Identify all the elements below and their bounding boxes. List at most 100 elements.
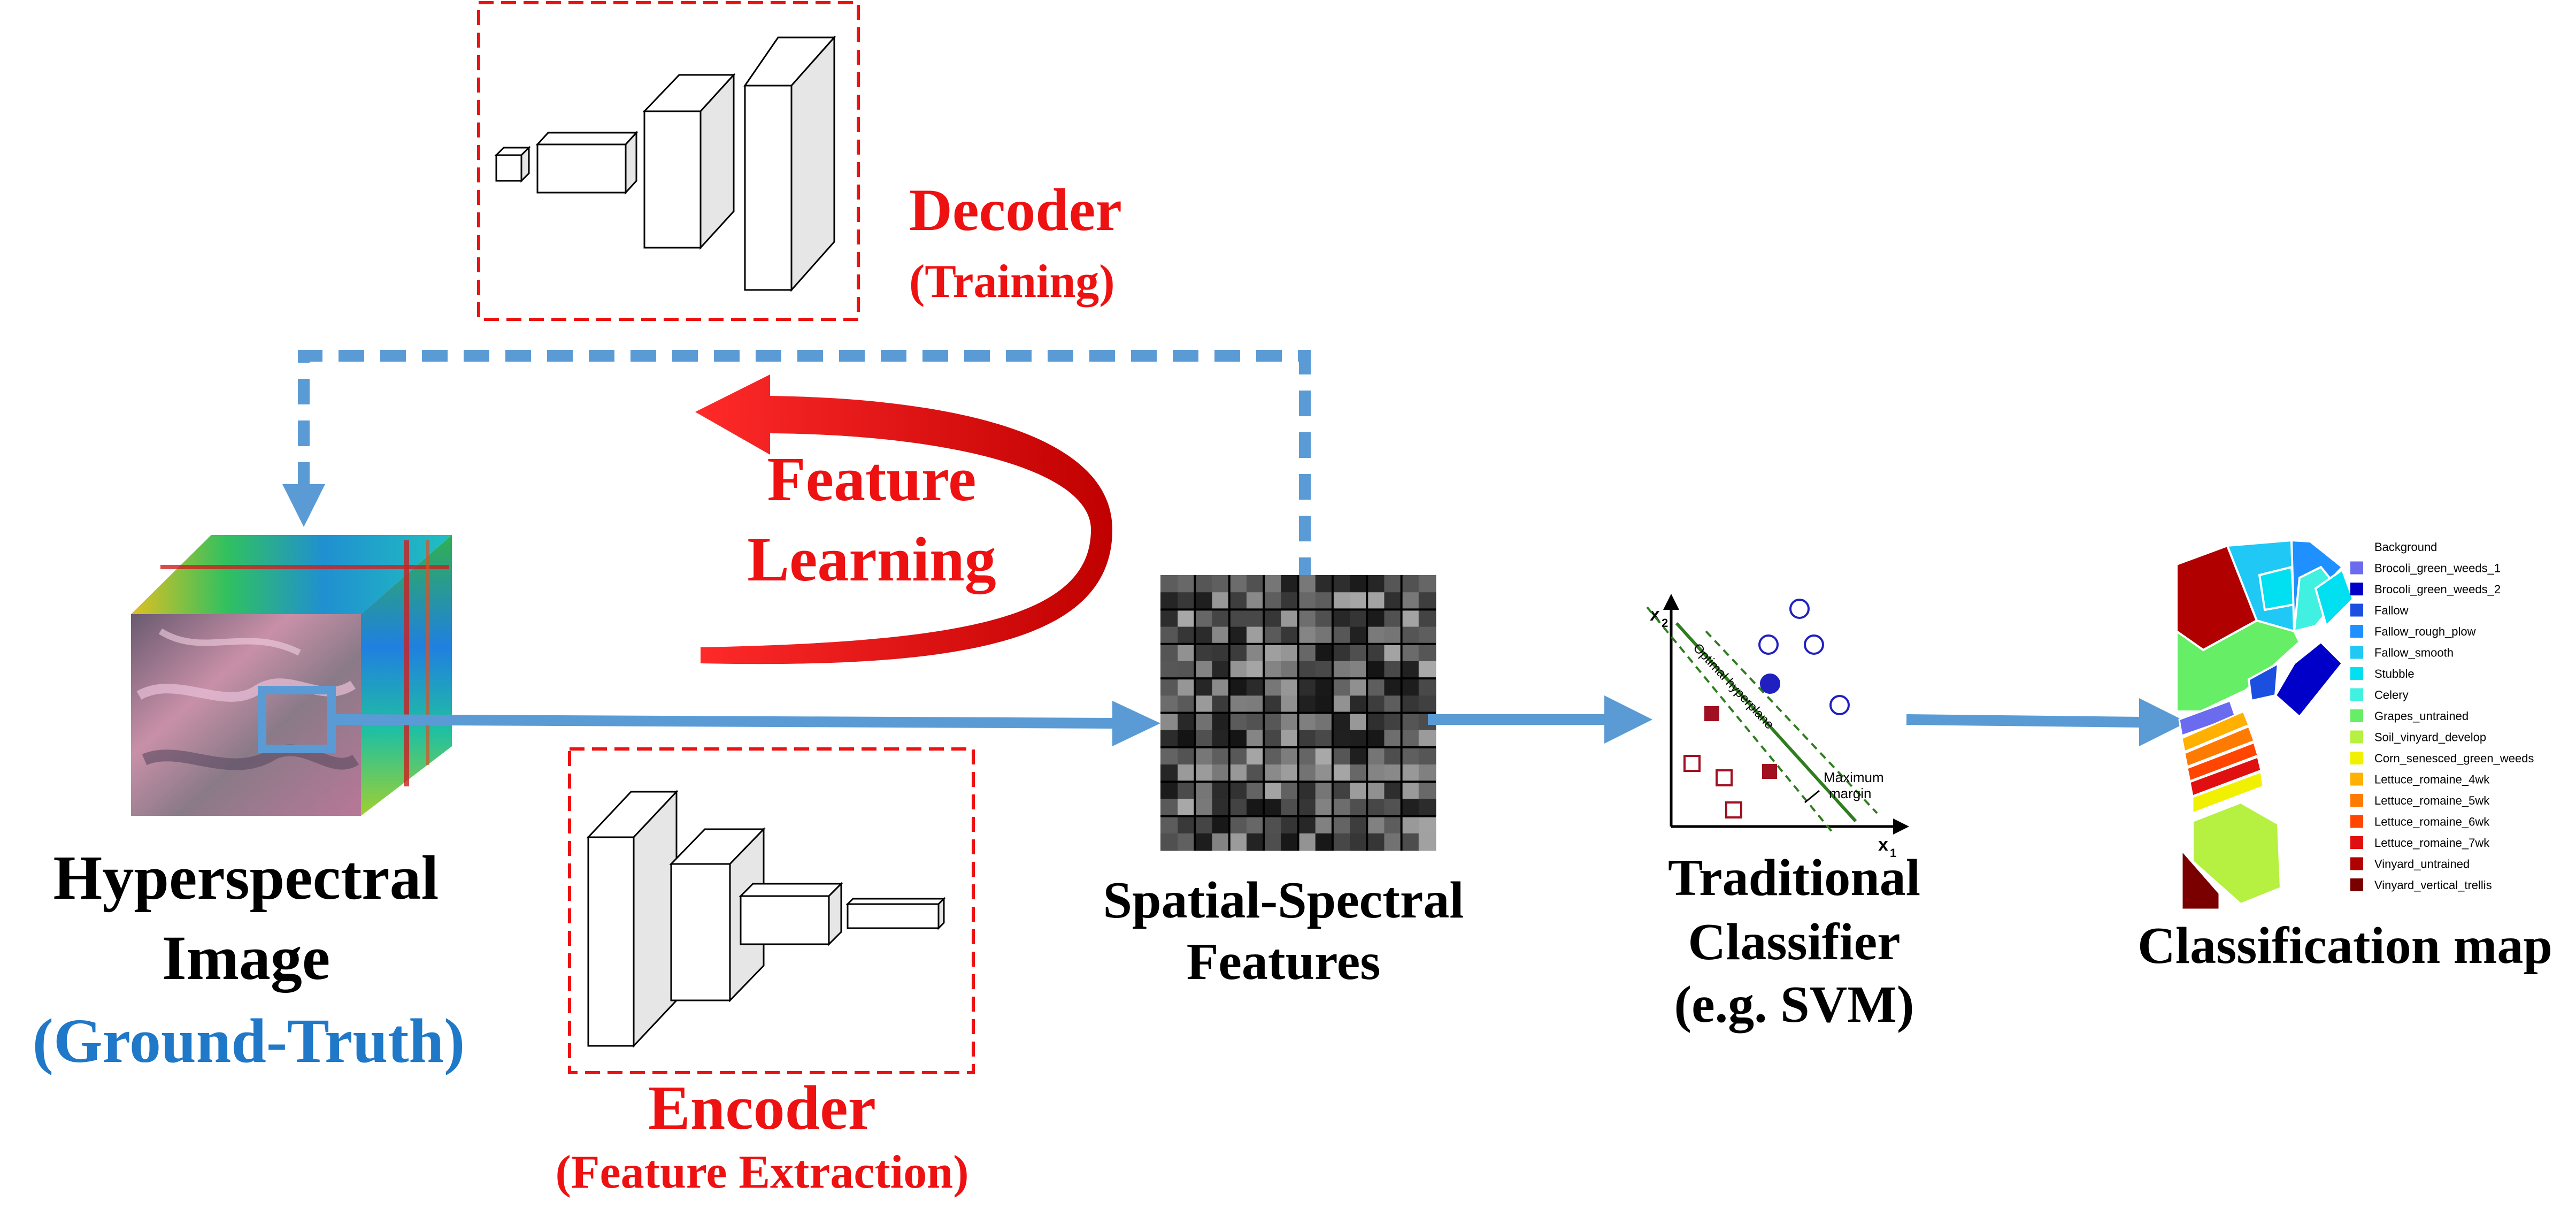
decoder-block-4: [743, 35, 836, 292]
feature-map-tile: [1160, 764, 1178, 782]
feature-map-tile: [1332, 833, 1350, 851]
feature-map-tile: [1384, 764, 1402, 782]
feature-map-tile: [1315, 782, 1333, 799]
feature-map-tile: [1384, 816, 1402, 834]
svm-support-vector-b: [1762, 764, 1777, 779]
feature-map-tile: [1246, 609, 1264, 628]
feature-map-tile: [1401, 816, 1419, 834]
feature-map-tile: [1195, 747, 1213, 765]
feature-map-tile: [1281, 626, 1298, 645]
legend-swatch: [2350, 730, 2363, 744]
feature-map-tile: [1315, 661, 1333, 679]
feature-map-tile: [1418, 592, 1436, 610]
svm-hyperplane: [1675, 622, 1857, 823]
feature-map-tile: [1229, 661, 1247, 679]
decoder-sublabel: (Training): [909, 256, 1115, 308]
cube-to-features-line: [334, 714, 1116, 729]
cube-patch-highlight: [258, 686, 336, 753]
legend-label: Lettuce_romaine_4wk: [2374, 773, 2490, 786]
feature-map-tile: [1246, 730, 1264, 748]
legend-swatch: [2350, 815, 2363, 828]
legend-label: Fallow_rough_plow: [2374, 625, 2476, 638]
feature-map-tile: [1418, 730, 1436, 748]
svm-plot: x 2 x 1 Optimal hyperplane Maximum margi…: [1646, 594, 1909, 860]
legend-swatch: [2350, 540, 2363, 553]
feature-map-grid: [1160, 575, 1436, 851]
feature-map-tile: [1315, 592, 1333, 610]
feature-map-tile: [1246, 661, 1264, 679]
feature-map-tile: [1264, 575, 1281, 593]
feature-map-tile: [1367, 626, 1385, 645]
feature-map-tile: [1160, 816, 1178, 834]
feature-map-tile: [1212, 626, 1230, 645]
tc-label-3: (e.g. SVM): [1674, 976, 1914, 1034]
legend-swatch: [2350, 878, 2363, 891]
feature-map-tile: [1350, 799, 1367, 817]
feature-map-tile: [1246, 782, 1264, 799]
feature-map-tile: [1332, 626, 1350, 645]
feature-map-tile: [1367, 799, 1385, 817]
feature-map-tile: [1401, 764, 1419, 782]
feature-map-tile: [1281, 833, 1298, 851]
feature-map-tile: [1384, 644, 1402, 662]
feature-map-tile: [1195, 782, 1213, 799]
feature-map-tile: [1212, 592, 1230, 610]
classifier-to-map-line: [1906, 714, 2142, 728]
feature-map-tile: [1418, 678, 1436, 696]
feature-map-tile: [1384, 678, 1402, 696]
feature-map-tile: [1212, 678, 1230, 696]
feature-map-tile: [1178, 764, 1195, 782]
feature-map-tile: [1332, 592, 1350, 610]
feature-map-tile: [1281, 747, 1298, 765]
feature-map-tile: [1298, 833, 1316, 851]
feature-map-tile: [1367, 575, 1385, 593]
decoder-box: [477, 1, 860, 321]
feature-map-tile: [1384, 695, 1402, 713]
feature-map-tile: [1350, 730, 1367, 748]
feature-map-tile: [1264, 661, 1281, 679]
feature-map-tile: [1401, 661, 1419, 679]
legend-swatch: [2350, 603, 2363, 617]
feature-map-tile: [1298, 730, 1316, 748]
feature-map-tile: [1281, 609, 1298, 628]
feature-map-tile: [1195, 730, 1213, 748]
feature-map-tile: [1160, 592, 1178, 610]
feature-learning-label-2: Learning: [747, 524, 996, 594]
feature-map-tile: [1298, 747, 1316, 765]
cube-to-features-arrowhead: [1112, 701, 1160, 746]
svm-margin-label-2: margin: [1829, 785, 1871, 801]
svm-point-class-a: [1758, 634, 1779, 655]
feature-map-tile: [1384, 799, 1402, 817]
feature-map-tile: [1384, 609, 1402, 628]
feature-map-tile: [1281, 730, 1298, 748]
features-to-classifier-arrowhead: [1604, 695, 1652, 744]
feature-map-tile: [1195, 695, 1213, 713]
feature-map-tile: [1315, 695, 1333, 713]
feature-map-tile: [1195, 678, 1213, 696]
feature-map-tile: [1298, 713, 1316, 731]
feature-map-tile: [1384, 730, 1402, 748]
feature-map-tile: [1350, 816, 1367, 834]
classification-map: [2175, 539, 2355, 911]
legend-swatch: [2350, 772, 2363, 786]
encoder-block-1: [586, 790, 679, 1048]
feature-map-tile: [1418, 575, 1436, 593]
feature-map-tile: [1401, 644, 1419, 662]
feature-map-tile: [1178, 695, 1195, 713]
feature-map-tile: [1332, 661, 1350, 679]
feature-map-tile: [1418, 764, 1436, 782]
hsi-label-3: (Ground-Truth): [33, 1006, 465, 1076]
feature-map-tile: [1315, 678, 1333, 696]
feature-map-tile: [1264, 764, 1281, 782]
feature-map-tile: [1315, 747, 1333, 765]
feature-map-tile: [1160, 609, 1178, 628]
feature-map-tile: [1298, 592, 1316, 610]
feature-map-tile: [1178, 661, 1195, 679]
feature-map-tile: [1160, 695, 1178, 713]
feature-map-tile: [1195, 661, 1213, 679]
encoder-block-3: [739, 882, 843, 946]
feature-map-tile: [1160, 626, 1178, 645]
feature-map-tile: [1178, 713, 1195, 731]
feature-map-tile: [1212, 661, 1230, 679]
feature-map-tile: [1212, 816, 1230, 834]
